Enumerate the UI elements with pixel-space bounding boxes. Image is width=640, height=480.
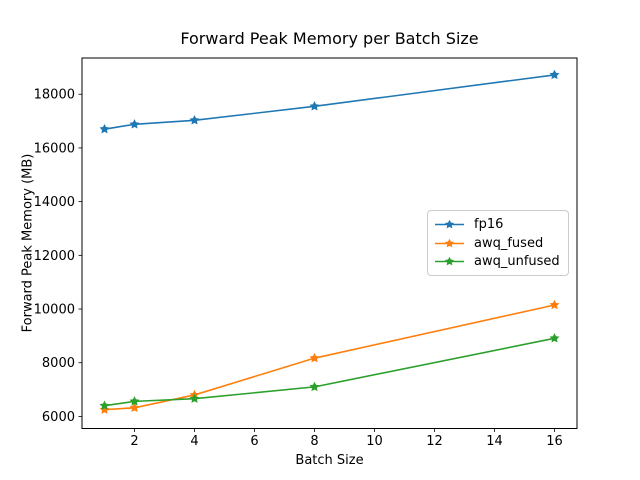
- legend-marker-awq_fused: [435, 238, 464, 247]
- legend-item-awq_unfused: awq_unfused: [434, 255, 562, 268]
- y-tick-label: 12000: [34, 249, 75, 264]
- data-point-fp16-batch1: [99, 123, 110, 134]
- x-tick-label: 4: [190, 434, 198, 449]
- legend-item-fp16: fp16: [434, 218, 562, 231]
- y-tick-label: 18000: [34, 88, 75, 103]
- legend: fp16 awq_fused awq_unfused: [427, 210, 569, 276]
- data-point-fp16-batch2: [129, 119, 140, 129]
- data-point-awq_fused-batch1: [99, 404, 110, 414]
- legend-marker-awq_unfused: [435, 256, 464, 266]
- x-tick-label: 6: [250, 434, 258, 449]
- data-point-awq_fused-batch16: [549, 299, 560, 310]
- legend-item-awq_fused: awq_fused: [434, 237, 562, 250]
- chart-title: Forward Peak Memory per Batch Size: [180, 29, 479, 48]
- y-tick-label: 6000: [42, 410, 75, 425]
- data-point-awq_unfused-batch16: [549, 333, 560, 343]
- data-point-awq_unfused-batch8: [309, 381, 320, 392]
- legend-label: fp16: [474, 217, 504, 233]
- x-tick-label: 16: [546, 434, 563, 449]
- data-point-awq_fused-batch8: [309, 352, 320, 363]
- x-tick-label: 12: [426, 434, 443, 449]
- data-point-awq_unfused-batch2: [129, 396, 140, 406]
- legend-marker-fp16: [435, 219, 464, 229]
- y-tick-label: 16000: [34, 141, 75, 156]
- legend-label: awq_unfused: [474, 253, 560, 269]
- x-axis-label: Batch Size: [295, 453, 364, 468]
- y-tick-label: 10000: [34, 303, 75, 318]
- data-point-awq_fused-batch2: [129, 402, 140, 413]
- y-tick-label: 8000: [42, 356, 75, 371]
- x-tick-label: 8: [310, 434, 318, 449]
- data-point-fp16-batch16: [549, 69, 560, 80]
- data-point-fp16-batch4: [189, 115, 200, 125]
- legend-star-icon: [444, 256, 455, 266]
- data-point-fp16-batch8: [309, 101, 320, 111]
- x-tick-label: 10: [366, 434, 383, 449]
- legend-star-icon: [444, 219, 455, 229]
- x-tick-label: 2: [130, 434, 138, 449]
- data-point-awq_unfused-batch1: [99, 400, 110, 410]
- data-point-awq_unfused-batch4: [189, 393, 200, 403]
- plot-border: [81, 57, 578, 429]
- y-axis-label: Forward Peak Memory (MB): [20, 153, 36, 333]
- x-tick-label: 14: [486, 434, 503, 449]
- legend-star-icon: [444, 238, 455, 247]
- y-tick-label: 14000: [34, 195, 75, 210]
- legend-label: awq_fused: [474, 235, 544, 251]
